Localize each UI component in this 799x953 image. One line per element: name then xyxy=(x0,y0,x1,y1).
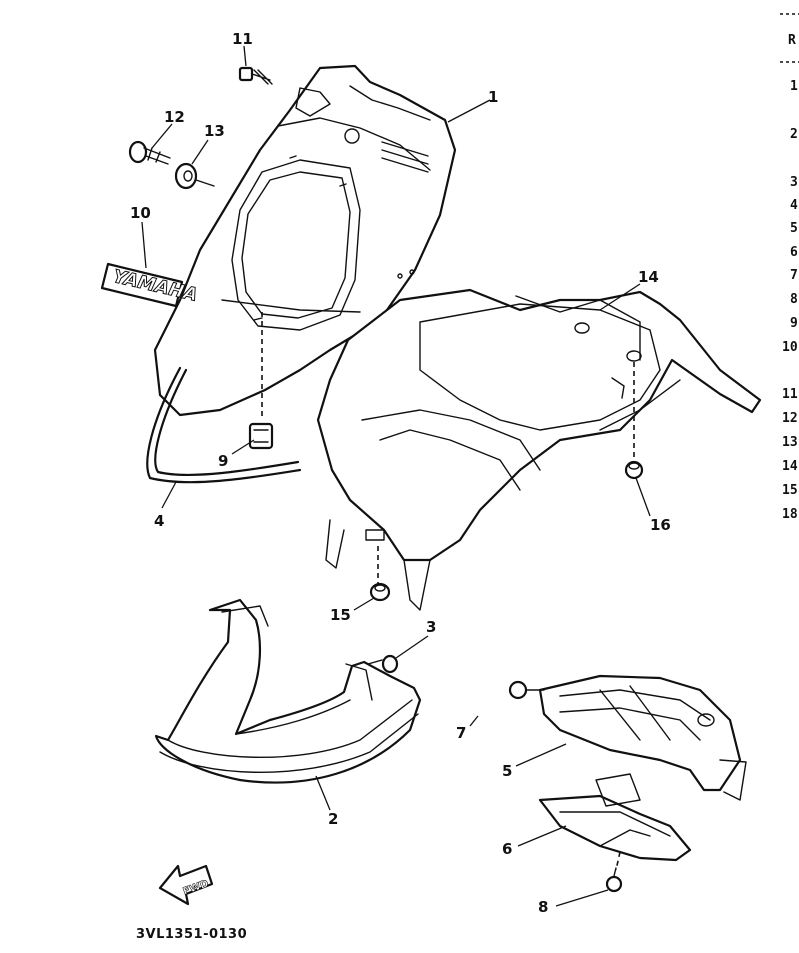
ref-row: 8 xyxy=(790,292,798,307)
ref-row: 2 xyxy=(790,127,798,142)
callout-2: 2 xyxy=(328,810,338,828)
ref-row: 15 xyxy=(782,483,798,498)
diagram-code: 3VL1351-0130 xyxy=(136,927,247,942)
fwd-arrow-icon: FWD xyxy=(158,864,214,906)
ref-row: 11 xyxy=(782,387,798,402)
callout-16: 16 xyxy=(650,516,671,534)
callout-9: 9 xyxy=(218,452,228,470)
nut-16 xyxy=(624,460,644,480)
bolt-7 xyxy=(508,680,545,700)
bolt-12 xyxy=(128,140,171,165)
callout-13: 13 xyxy=(204,122,225,140)
screw-8 xyxy=(605,867,623,893)
ref-row: 3 xyxy=(790,175,798,190)
ref-row: 18 xyxy=(782,507,798,522)
dash-line-8 xyxy=(615,851,621,871)
ref-row: 4 xyxy=(790,198,798,213)
callout-15: 15 xyxy=(330,606,351,624)
leader-lines xyxy=(141,45,651,907)
bolt-11 xyxy=(238,66,273,85)
callout-7: 7 xyxy=(456,724,466,742)
yamaha-decal: YAMAHA xyxy=(100,262,200,308)
ref-row: 1 xyxy=(790,79,798,94)
washer-13 xyxy=(174,162,215,190)
callout-12: 12 xyxy=(164,108,185,126)
ref-row: 10 xyxy=(782,340,798,355)
callout-6: 6 xyxy=(502,840,512,858)
ref-row: 14 xyxy=(782,459,798,474)
ref-row: 9 xyxy=(790,316,798,331)
seal-strip-4 xyxy=(146,366,302,484)
ref-row: 6 xyxy=(790,245,798,260)
screw-3 xyxy=(367,654,399,674)
inner-panel-5 xyxy=(538,674,747,801)
ref-row: 12 xyxy=(782,411,798,426)
under-cowl-part xyxy=(154,598,422,784)
nut-15 xyxy=(369,582,391,602)
callout-3: 3 xyxy=(426,618,436,636)
callout-4: 4 xyxy=(154,512,164,530)
callout-11: 11 xyxy=(232,30,253,48)
callout-5: 5 xyxy=(502,762,512,780)
callout-14: 14 xyxy=(638,268,659,286)
callout-10: 10 xyxy=(130,204,151,222)
ref-column: R 1 2 3 4 5 6 7 8 9 10 11 12 13 14 15 18 xyxy=(780,13,799,522)
ref-column-header: R xyxy=(788,33,796,48)
rear-fender-part xyxy=(316,288,762,611)
callout-8: 8 xyxy=(538,898,548,916)
ref-row: 13 xyxy=(782,435,798,450)
ref-row: 5 xyxy=(790,221,798,236)
callout-1: 1 xyxy=(488,88,498,106)
grommet-9 xyxy=(248,422,274,450)
ref-row: 7 xyxy=(790,268,798,283)
lower-panel-6 xyxy=(538,773,692,862)
